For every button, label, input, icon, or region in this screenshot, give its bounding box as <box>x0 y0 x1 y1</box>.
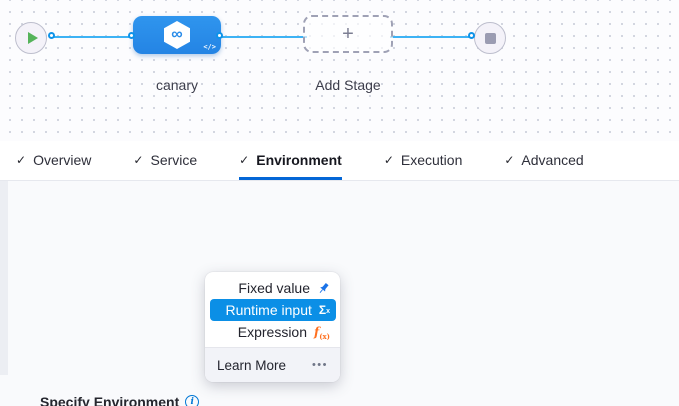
menu-item-label: Fixed value <box>238 280 310 296</box>
menu-item-label: Expression <box>237 324 308 340</box>
stage-name-label: canary <box>155 77 199 93</box>
pipeline-canvas[interactable]: ∞ </> + canary Add Stage <box>0 0 679 141</box>
check-icon: ✓ <box>383 153 394 167</box>
deployment-hexagon-icon: ∞ <box>164 21 190 49</box>
connector-port[interactable] <box>48 31 55 39</box>
pin-icon <box>317 282 330 295</box>
tab-label: Advanced <box>521 152 584 168</box>
connector-port[interactable] <box>216 31 223 39</box>
menu-item-expression[interactable]: Expression f(x) <box>205 321 340 343</box>
connector-port[interactable] <box>128 31 135 39</box>
tab-label: Execution <box>400 152 463 168</box>
stop-icon <box>484 32 496 44</box>
menu-item-fixed-value[interactable]: Fixed value <box>205 277 340 299</box>
tab-environment[interactable]: ✓ Environment <box>239 141 342 180</box>
stage-node-canary[interactable]: ∞ </> <box>133 16 221 54</box>
infinity-icon: ∞ <box>171 26 183 43</box>
tab-label: Service <box>150 152 198 168</box>
dropdown-footer: Learn More ••• <box>205 347 340 382</box>
field-label-text: Specify Environment <box>40 394 180 406</box>
tab-execution[interactable]: ✓ Execution <box>384 141 463 180</box>
connector-edge <box>50 36 135 38</box>
fx-icon: f(x) <box>314 325 330 341</box>
learn-more-link[interactable]: Learn More <box>217 357 287 373</box>
panel-edge-strip <box>0 181 8 375</box>
tab-label: Overview <box>33 152 92 168</box>
ellipsis-icon[interactable]: ••• <box>311 359 328 371</box>
specify-environment-label: Specify Environment i <box>40 394 200 406</box>
code-icon: </> <box>203 43 216 51</box>
plus-icon: + <box>342 22 354 45</box>
connector-edge <box>390 36 472 38</box>
play-icon <box>27 32 38 44</box>
tab-advanced[interactable]: ✓ Advanced <box>504 141 583 180</box>
tab-label: Environment <box>256 152 342 168</box>
add-stage-label[interactable]: Add Stage <box>315 77 381 93</box>
check-icon: ✓ <box>504 153 515 167</box>
stage-tabs: ✓ Overview ✓ Service ✓ Environment ✓ Exe… <box>0 141 679 181</box>
check-icon: ✓ <box>16 153 27 167</box>
tab-service[interactable]: ✓ Service <box>133 141 197 180</box>
tab-overview[interactable]: ✓ Overview <box>16 141 91 180</box>
check-icon: ✓ <box>133 153 144 167</box>
info-icon[interactable]: i <box>185 395 200 406</box>
check-icon: ✓ <box>239 153 250 167</box>
connector-edge <box>219 36 307 38</box>
connector-port[interactable] <box>468 31 475 39</box>
pipeline-end-node[interactable] <box>474 22 506 54</box>
pipeline-start-node[interactable] <box>15 22 47 54</box>
menu-item-label: Runtime input <box>225 302 312 318</box>
add-stage-button[interactable]: + <box>303 15 393 53</box>
